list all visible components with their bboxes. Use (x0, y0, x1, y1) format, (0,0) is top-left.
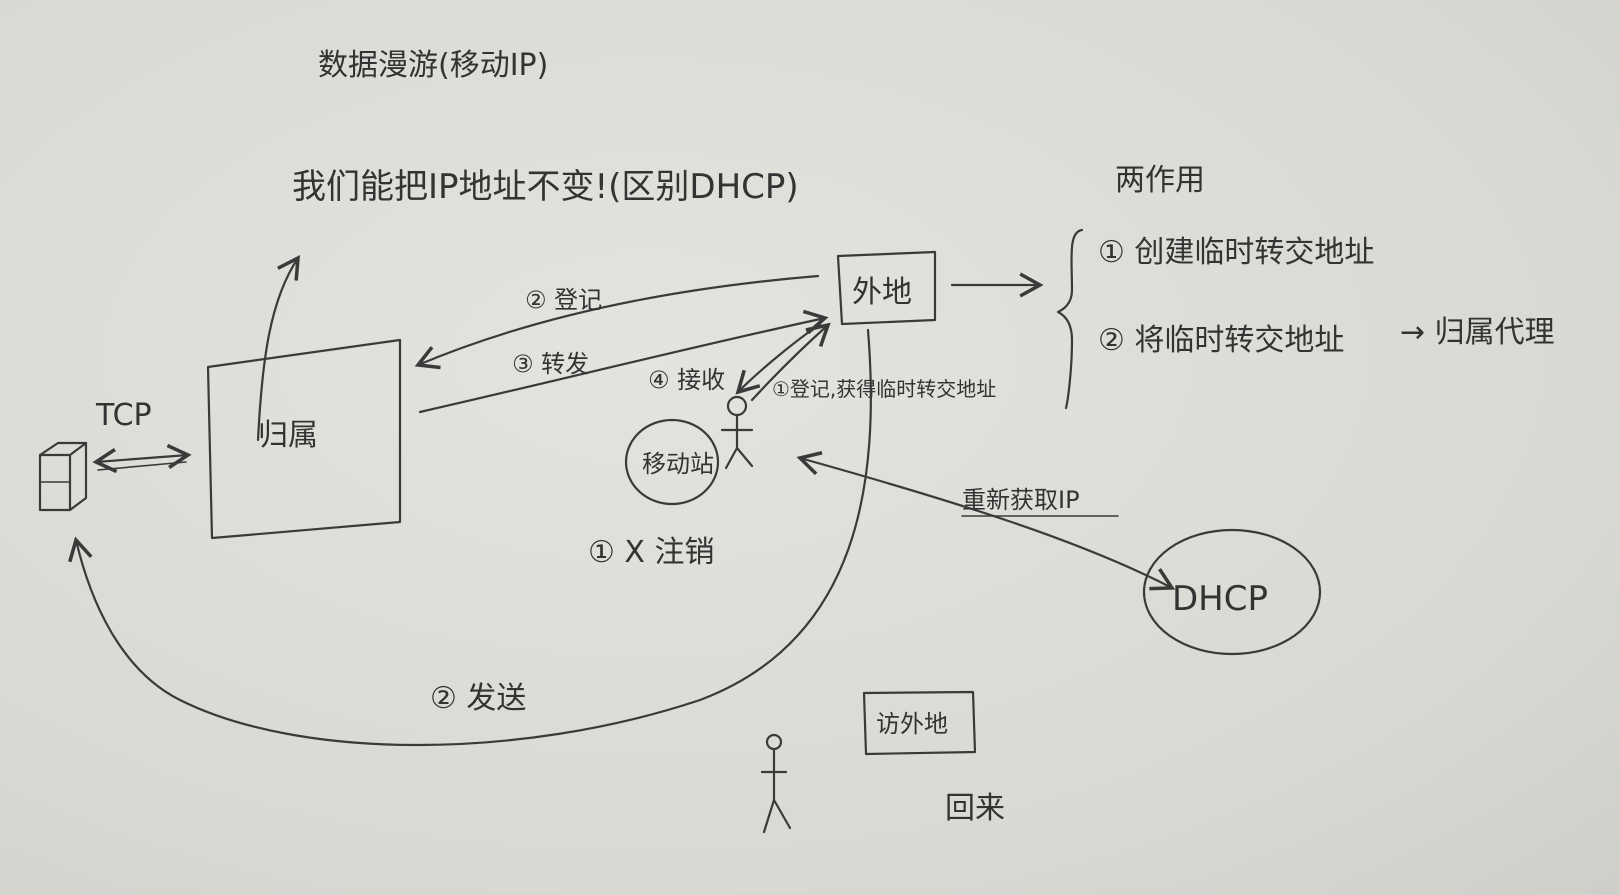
tcp-double-arrow (92, 443, 192, 474)
visited-box-label: 访外地 (876, 710, 948, 738)
register-get-arrow (750, 322, 831, 402)
foreign-box-label: 外地 (852, 275, 912, 310)
register-label: ② 登记 (525, 286, 602, 314)
tcp-host-icon (38, 441, 88, 512)
title-text: 数据漫游(移动IP) (318, 48, 548, 83)
home-to-question-arrow (256, 254, 301, 442)
register-arrow (414, 274, 820, 370)
forward-arrow (418, 309, 829, 414)
functions-heading: 两作用 (1115, 163, 1205, 198)
tcp-label: TCP (95, 398, 152, 433)
function-item-2: ② 将临时转交地址 (1098, 323, 1344, 358)
reacquire-arrow (796, 451, 1176, 591)
visited-box (862, 690, 977, 756)
mobile-station-label: 移动站 (642, 450, 714, 478)
send-label: ② 发送 (430, 681, 526, 716)
roaming-person-icon (760, 733, 792, 834)
reacquire-label: 重新获取IP (962, 486, 1080, 514)
dhcp-label: DHCP (1172, 579, 1268, 619)
home-box (206, 338, 402, 540)
function-item-3: → 归属代理 (1400, 315, 1555, 350)
cancel-label: ① X 注销 (588, 535, 715, 570)
functions-brace (1056, 228, 1084, 410)
register-get-label: ①登记,获得临时转交地址 (772, 377, 996, 401)
receive-label: ④ 接收 (648, 366, 725, 394)
mobile-person-icon (720, 395, 754, 470)
roam-label: 回来 (945, 791, 1005, 826)
question-text: 我们能把IP地址不变!(区别DHCP) (292, 167, 799, 207)
mobile-station-circle (624, 418, 720, 506)
function-item-1: ① 创建临时转交地址 (1098, 235, 1374, 270)
foreign-box (836, 250, 937, 326)
dhcp-circle (1142, 528, 1322, 656)
home-box-label: 归属 (258, 418, 318, 453)
forward-label: ③ 转发 (512, 350, 589, 378)
